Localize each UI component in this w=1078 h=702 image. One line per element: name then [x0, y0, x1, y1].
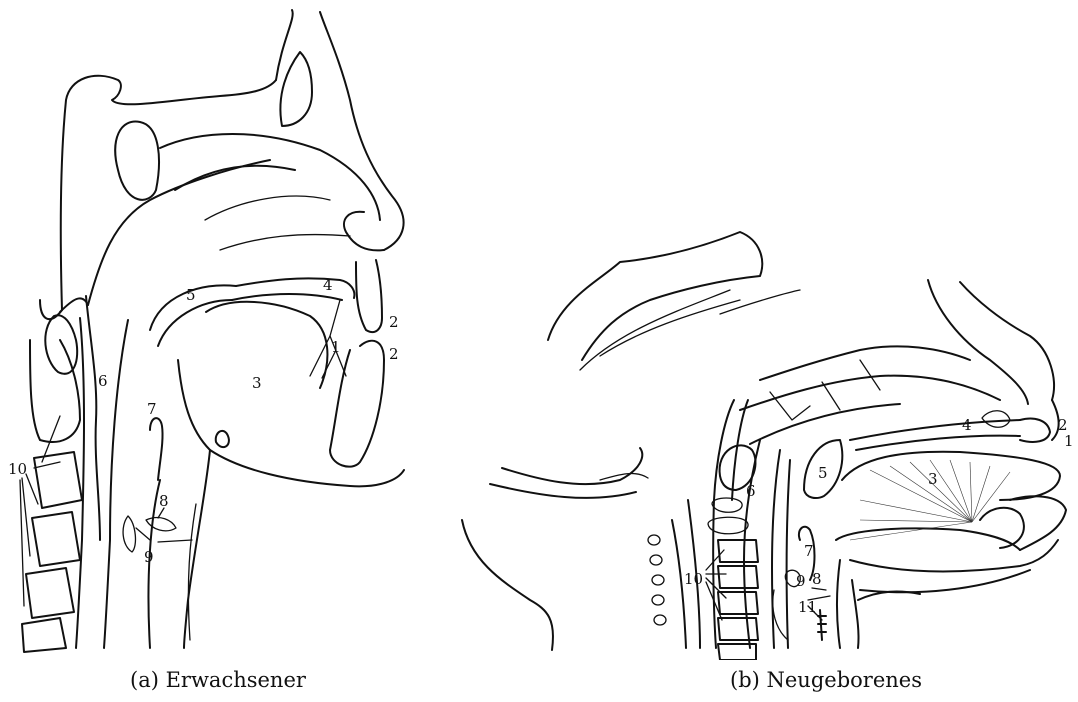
spinal-cord-discs	[648, 535, 666, 625]
label-b-11: 11	[798, 598, 817, 616]
label-b-9: 9	[796, 572, 806, 590]
label-a-6: 6	[98, 372, 108, 390]
label-b-5: 5	[818, 464, 828, 482]
label-b-8: 8	[812, 570, 822, 588]
label-b-3: 3	[928, 470, 938, 488]
panel-a-drawing	[20, 10, 404, 652]
label-b-2: 2	[1058, 416, 1068, 434]
label-a-3: 3	[252, 374, 262, 392]
panel-b-drawing	[462, 232, 1066, 660]
label-b-10: 10	[684, 570, 703, 588]
label-b-1: 1	[1064, 432, 1074, 450]
label-a-2-upper: 2	[389, 313, 399, 331]
label-a-1: 1	[331, 338, 341, 356]
label-a-8: 8	[159, 492, 169, 510]
caption-adult: (a) Erwachsener	[130, 668, 306, 692]
label-a-5: 5	[186, 286, 196, 304]
caption-newborn: (b) Neugeborenes	[730, 668, 922, 692]
label-a-4: 4	[323, 276, 333, 294]
label-a-7: 7	[147, 400, 157, 418]
label-a-9: 9	[144, 548, 154, 566]
figure-canvas: 1 2 2 3 4 5 6 7 8 9 10	[0, 0, 1078, 660]
label-b-7: 7	[804, 542, 814, 560]
label-a-2-lower: 2	[389, 345, 399, 363]
label-b-6: 6	[746, 482, 756, 500]
label-a-10: 10	[8, 460, 27, 478]
label-b-4: 4	[962, 416, 972, 434]
